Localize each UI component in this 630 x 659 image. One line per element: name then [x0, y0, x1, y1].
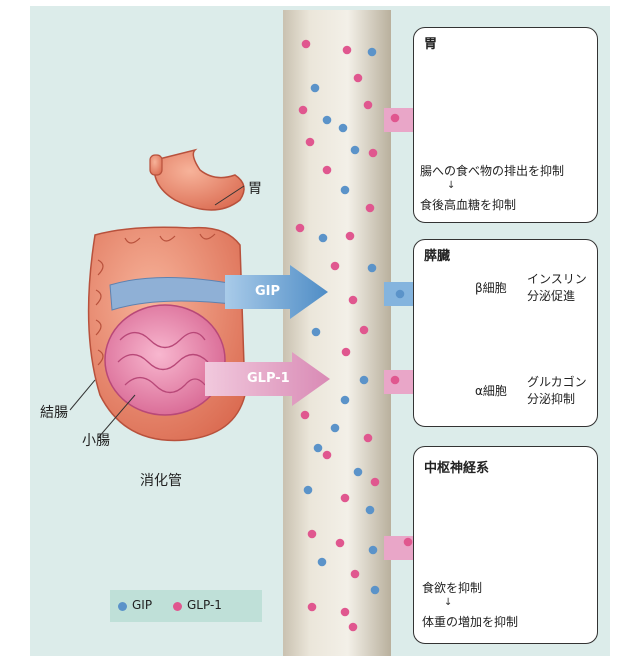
gip-dot — [360, 376, 369, 385]
gip-dot — [396, 290, 405, 299]
glp1-dot — [299, 106, 308, 115]
small-intestine-label: 小腸 — [82, 430, 110, 450]
glp1-dot — [391, 376, 400, 385]
digestive-tract-label: 消化管 — [140, 470, 182, 490]
gip-arrow-label: GIP — [255, 284, 280, 299]
glp1-dot — [354, 74, 363, 83]
glp1-dot — [308, 603, 317, 612]
beta-cell-label: β細胞 — [475, 279, 507, 296]
glp1-dot — [342, 348, 351, 357]
gip-dot — [331, 424, 340, 433]
gip-dot — [354, 468, 363, 477]
gip-dot — [369, 546, 378, 555]
glp1-dot — [349, 623, 358, 632]
glp1-dot — [302, 40, 311, 49]
gip-dot — [319, 234, 328, 243]
gip-dot — [341, 396, 350, 405]
glp1-dot — [404, 538, 413, 547]
colon-label: 結腸 — [40, 402, 68, 422]
cns-box-title: 中枢神経系 — [424, 457, 489, 476]
glp1-dot — [323, 451, 332, 460]
glp1-dot — [366, 204, 375, 213]
legend-gip-dot — [118, 602, 127, 611]
glp1-dot — [296, 224, 305, 233]
glp1-dot — [364, 101, 373, 110]
legend-gip-label: GIP — [132, 598, 152, 612]
blood-vessel — [283, 10, 391, 656]
glp1-dot — [364, 434, 373, 443]
pancreas-box-title: 膵臓 — [424, 245, 450, 264]
cns-effect-line2: 体重の増加を抑制 — [422, 613, 518, 630]
glp1-arrow-label: GLP-1 — [247, 371, 290, 386]
gip-dot — [366, 506, 375, 515]
alpha-effect-line2: 分泌抑制 — [527, 390, 575, 407]
stomach-label: 胃 — [248, 178, 262, 198]
stomach-effect-line1: 腸への食べ物の排出を抑制 — [420, 162, 564, 179]
beta-effect-line1: インスリン — [527, 270, 587, 287]
glp1-dot — [391, 114, 400, 123]
gip-dot — [341, 186, 350, 195]
glp1-dot — [336, 539, 345, 548]
gip-dot — [368, 264, 377, 273]
glp1-dot — [341, 608, 350, 617]
glp1-dot — [371, 478, 380, 487]
alpha-cell-label: α細胞 — [475, 382, 507, 399]
legend-glp1-dot — [173, 602, 182, 611]
glp1-dot — [306, 138, 315, 147]
glp1-dot — [308, 530, 317, 539]
legend: GIP GLP-1 — [110, 590, 262, 622]
alpha-effect-line1: グルカゴン — [527, 373, 587, 390]
stomach-effect-box: 胃 腸への食べ物の排出を抑制 ↓ 食後高血糖を抑制 — [413, 27, 598, 223]
legend-glp1-label: GLP-1 — [187, 598, 222, 612]
glp1-dot — [360, 326, 369, 335]
stomach-box-title: 胃 — [424, 33, 437, 52]
stomach-effect-line2: 食後高血糖を抑制 — [420, 196, 516, 213]
gip-dot — [304, 486, 313, 495]
glp1-dot — [301, 411, 310, 420]
cns-effect-line1: 食欲を抑制 — [422, 579, 482, 596]
glp1-dot — [346, 232, 355, 241]
gip-dot — [339, 124, 348, 133]
gip-dot — [314, 444, 323, 453]
digestive-tract-illustration — [70, 150, 245, 440]
glp1-dot — [341, 494, 350, 503]
gip-dot — [323, 116, 332, 125]
glp1-dot — [331, 262, 340, 271]
gip-dot — [311, 84, 320, 93]
gip-dot — [312, 328, 321, 337]
glp1-dot — [323, 166, 332, 175]
glp1-dot — [351, 570, 360, 579]
beta-effect-line2: 分泌促進 — [527, 287, 575, 304]
pancreas-effect-box: 膵臓 β細胞 インスリン 分泌促進 α細胞 グルカゴン 分泌抑制 — [413, 239, 598, 427]
glp1-dot — [343, 46, 352, 55]
glp1-dot — [349, 296, 358, 305]
cns-effect-box: 中枢神経系 食欲を抑制 ↓ 体重の増加を抑制 — [413, 446, 598, 644]
gip-dot — [318, 558, 327, 567]
gip-dot — [368, 48, 377, 57]
stomach-effect-down-arrow: ↓ — [447, 180, 455, 191]
gip-dot — [351, 146, 360, 155]
glp1-dot — [369, 149, 378, 158]
gip-dot — [371, 586, 380, 595]
cns-effect-down-arrow: ↓ — [444, 597, 452, 608]
